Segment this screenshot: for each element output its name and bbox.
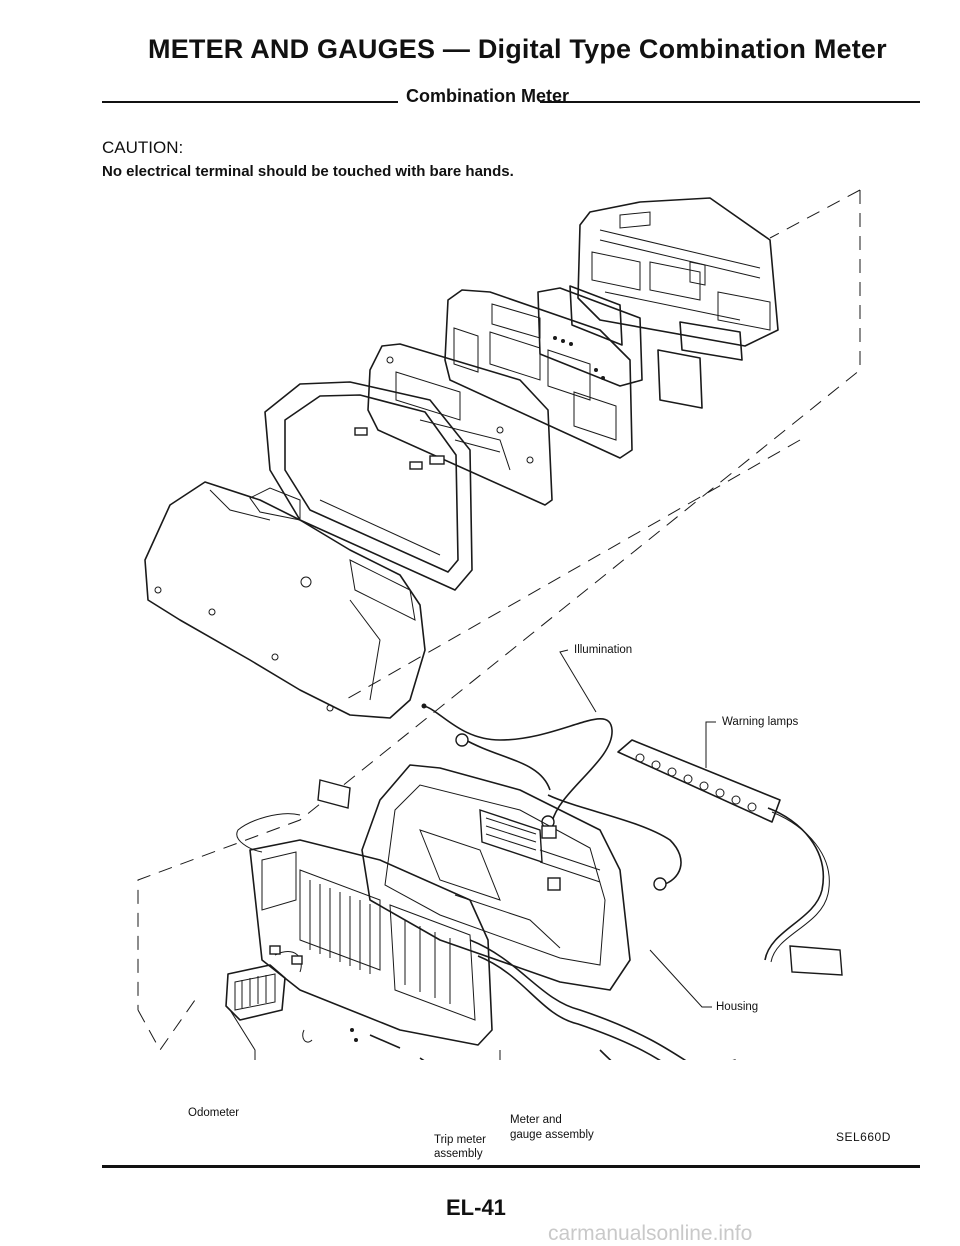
bottom-rule — [102, 1165, 920, 1168]
meter-gauge-assembly — [236, 779, 493, 1046]
section-rule-right — [540, 101, 920, 103]
lens-frame — [264, 381, 473, 591]
leader-lines — [229, 649, 716, 1060]
label-meter-and-gauge-assembly-line1: Meter and — [510, 1114, 562, 1126]
label-warning-lamps: Warning lamps — [722, 716, 799, 728]
section-rule-left — [102, 101, 398, 103]
housing — [361, 764, 631, 991]
face-plate — [367, 343, 553, 506]
alignment-lines — [137, 189, 861, 1051]
label-illumination: Illumination — [574, 644, 633, 656]
front-cover — [144, 481, 426, 719]
figure-code: SEL660D — [836, 1130, 891, 1144]
illumination-wiring — [421, 703, 682, 891]
label-housing: Housing — [716, 1001, 759, 1013]
display-boards — [537, 285, 743, 409]
section-title: Combination Meter — [406, 86, 570, 106]
label-meter-and-gauge-assembly-line2: gauge assembly — [510, 1129, 594, 1141]
label-odometer: Odometer — [188, 1107, 240, 1119]
watermark-text: carmanualsonline.info — [548, 1222, 753, 1245]
odometer-module — [225, 945, 303, 1021]
page-title: METER AND GAUGES — Digital Type Combinat… — [148, 34, 887, 64]
caution-heading: CAUTION: — [102, 138, 184, 157]
wiring-harness — [469, 939, 736, 1060]
label-trip-meter-assembly-line2: assembly — [434, 1148, 483, 1160]
exploded-view-diagram — [137, 189, 861, 1060]
label-trip-meter-assembly-line1: Trip meter — [434, 1134, 486, 1146]
caution-text: No electrical terminal should be touched… — [102, 163, 514, 180]
rear-circuit-board — [577, 197, 779, 347]
page-number: EL-41 — [446, 1195, 506, 1220]
warning-lamp-strip — [617, 739, 843, 976]
dial-plate — [444, 289, 633, 459]
trip-meter-parts — [302, 1028, 425, 1060]
